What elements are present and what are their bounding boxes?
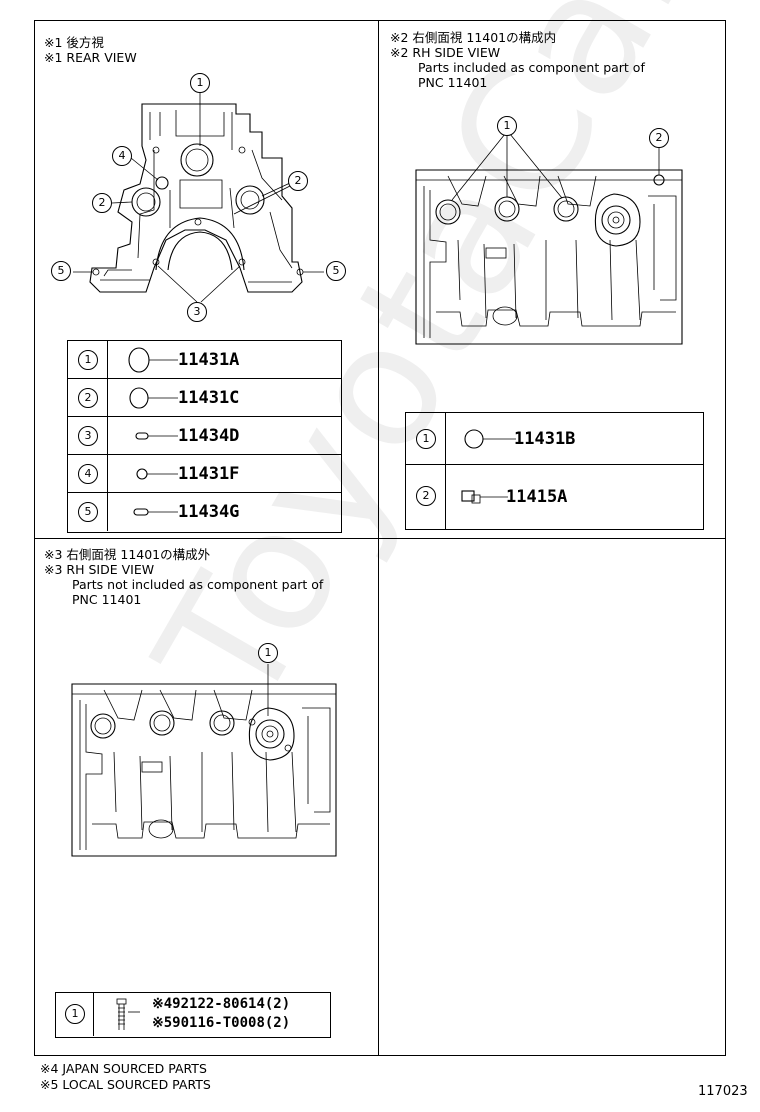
parts-row[interactable]: 1 ※492122-80614(2) ※590116-T0008(2): [56, 993, 330, 1036]
rear-view-header: ※1 後方視 ※1 REAR VIEW: [44, 35, 137, 65]
callout-rear-5-left: 5: [51, 261, 71, 281]
rh-side-excluded-header: ※3 右側面視 11401の構成外 ※3 RH SIDE VIEW Parts …: [44, 547, 323, 607]
part-number: 11434D: [178, 426, 240, 446]
part-number: 11434G: [178, 502, 240, 522]
small-plug-icon: [136, 468, 178, 480]
horizontal-divider: [34, 538, 726, 539]
drain-cock-icon: [461, 490, 508, 504]
part-number: 11415A: [506, 487, 568, 507]
rear-view-title-en: ※1 REAR VIEW: [44, 50, 137, 65]
callout-rear-1: 1: [190, 73, 210, 93]
footnote-local: ※5 LOCAL SOURCED PARTS: [40, 1077, 211, 1092]
plug-icon: [129, 387, 178, 409]
parts-row[interactable]: 2 11415A: [406, 465, 703, 529]
callout-rear-2-right: 2: [288, 171, 308, 191]
callout-rh-included-1: 1: [497, 116, 517, 136]
parts-row[interactable]: 2 11431C: [68, 379, 341, 417]
part-number-local: ※590116-T0008(2): [152, 1015, 291, 1031]
part-number: 11431F: [178, 464, 240, 484]
rh-side-excluded-title-en: ※3 RH SIDE VIEW: [44, 562, 155, 577]
row-ref: 5: [78, 502, 98, 522]
footnote-japan: ※4 JAPAN SOURCED PARTS: [40, 1061, 207, 1076]
plug-icon: [464, 429, 516, 449]
rh-side-excluded-pnc: PNC 11401: [72, 592, 142, 607]
row-ref: 4: [78, 464, 98, 484]
part-number: 11431A: [178, 350, 240, 370]
pin-icon: [133, 508, 178, 516]
callout-rear-3: 3: [187, 302, 207, 322]
row-ref: 3: [78, 426, 98, 446]
pin-icon: [135, 432, 178, 440]
rh-side-included-parts-table: 1 11431B 2 11415A: [405, 412, 704, 530]
rh-side-included-title-jp: ※2 右側面視 11401の構成内: [390, 30, 557, 45]
rh-side-excluded-note: Parts not included as component part of: [72, 577, 324, 592]
rh-side-included-title-en: ※2 RH SIDE VIEW: [390, 45, 501, 60]
callout-rear-4: 4: [112, 146, 132, 166]
row-ref: 2: [416, 486, 436, 506]
plug-icon: [128, 347, 178, 373]
callout-rear-5-right: 5: [326, 261, 346, 281]
parts-row[interactable]: 1 11431A: [68, 341, 341, 379]
rh-side-included-header: ※2 右側面視 11401の構成内 ※2 RH SIDE VIEW Parts …: [390, 30, 645, 90]
part-number-japan: ※492122-80614(2): [152, 996, 291, 1012]
row-ref: 2: [78, 388, 98, 408]
parts-row[interactable]: 5 11434G: [68, 493, 341, 531]
rh-side-included-pnc: PNC 11401: [418, 75, 488, 90]
rear-view-title-jp: ※1 後方視: [44, 35, 104, 50]
parts-row[interactable]: 4 11431F: [68, 455, 341, 493]
parts-row[interactable]: 3 11434D: [68, 417, 341, 455]
parts-row[interactable]: 1 11431B: [406, 413, 703, 465]
callout-rh-included-2: 2: [649, 128, 669, 148]
callout-rear-2-left: 2: [92, 193, 112, 213]
rh-side-excluded-title-jp: ※3 右側面視 11401の構成外: [44, 547, 211, 562]
row-ref: 1: [65, 1004, 85, 1024]
part-number: 11431C: [178, 388, 240, 408]
rh-side-included-note: Parts included as component part of: [418, 60, 645, 75]
row-ref: 1: [78, 350, 98, 370]
callout-rh-excluded-1: 1: [258, 643, 278, 663]
part-number: 11431B: [514, 429, 576, 449]
rh-side-excluded-parts-table: 1 ※492122-80614(2) ※590116-T0008(2): [55, 992, 331, 1038]
bolt-icon: [116, 998, 140, 1030]
figure-id: 117023: [698, 1084, 748, 1099]
row-ref: 1: [416, 429, 436, 449]
rear-view-parts-table: 1 11431A 2 11431C 3 11434D 4 11431F 5 11…: [67, 340, 342, 533]
